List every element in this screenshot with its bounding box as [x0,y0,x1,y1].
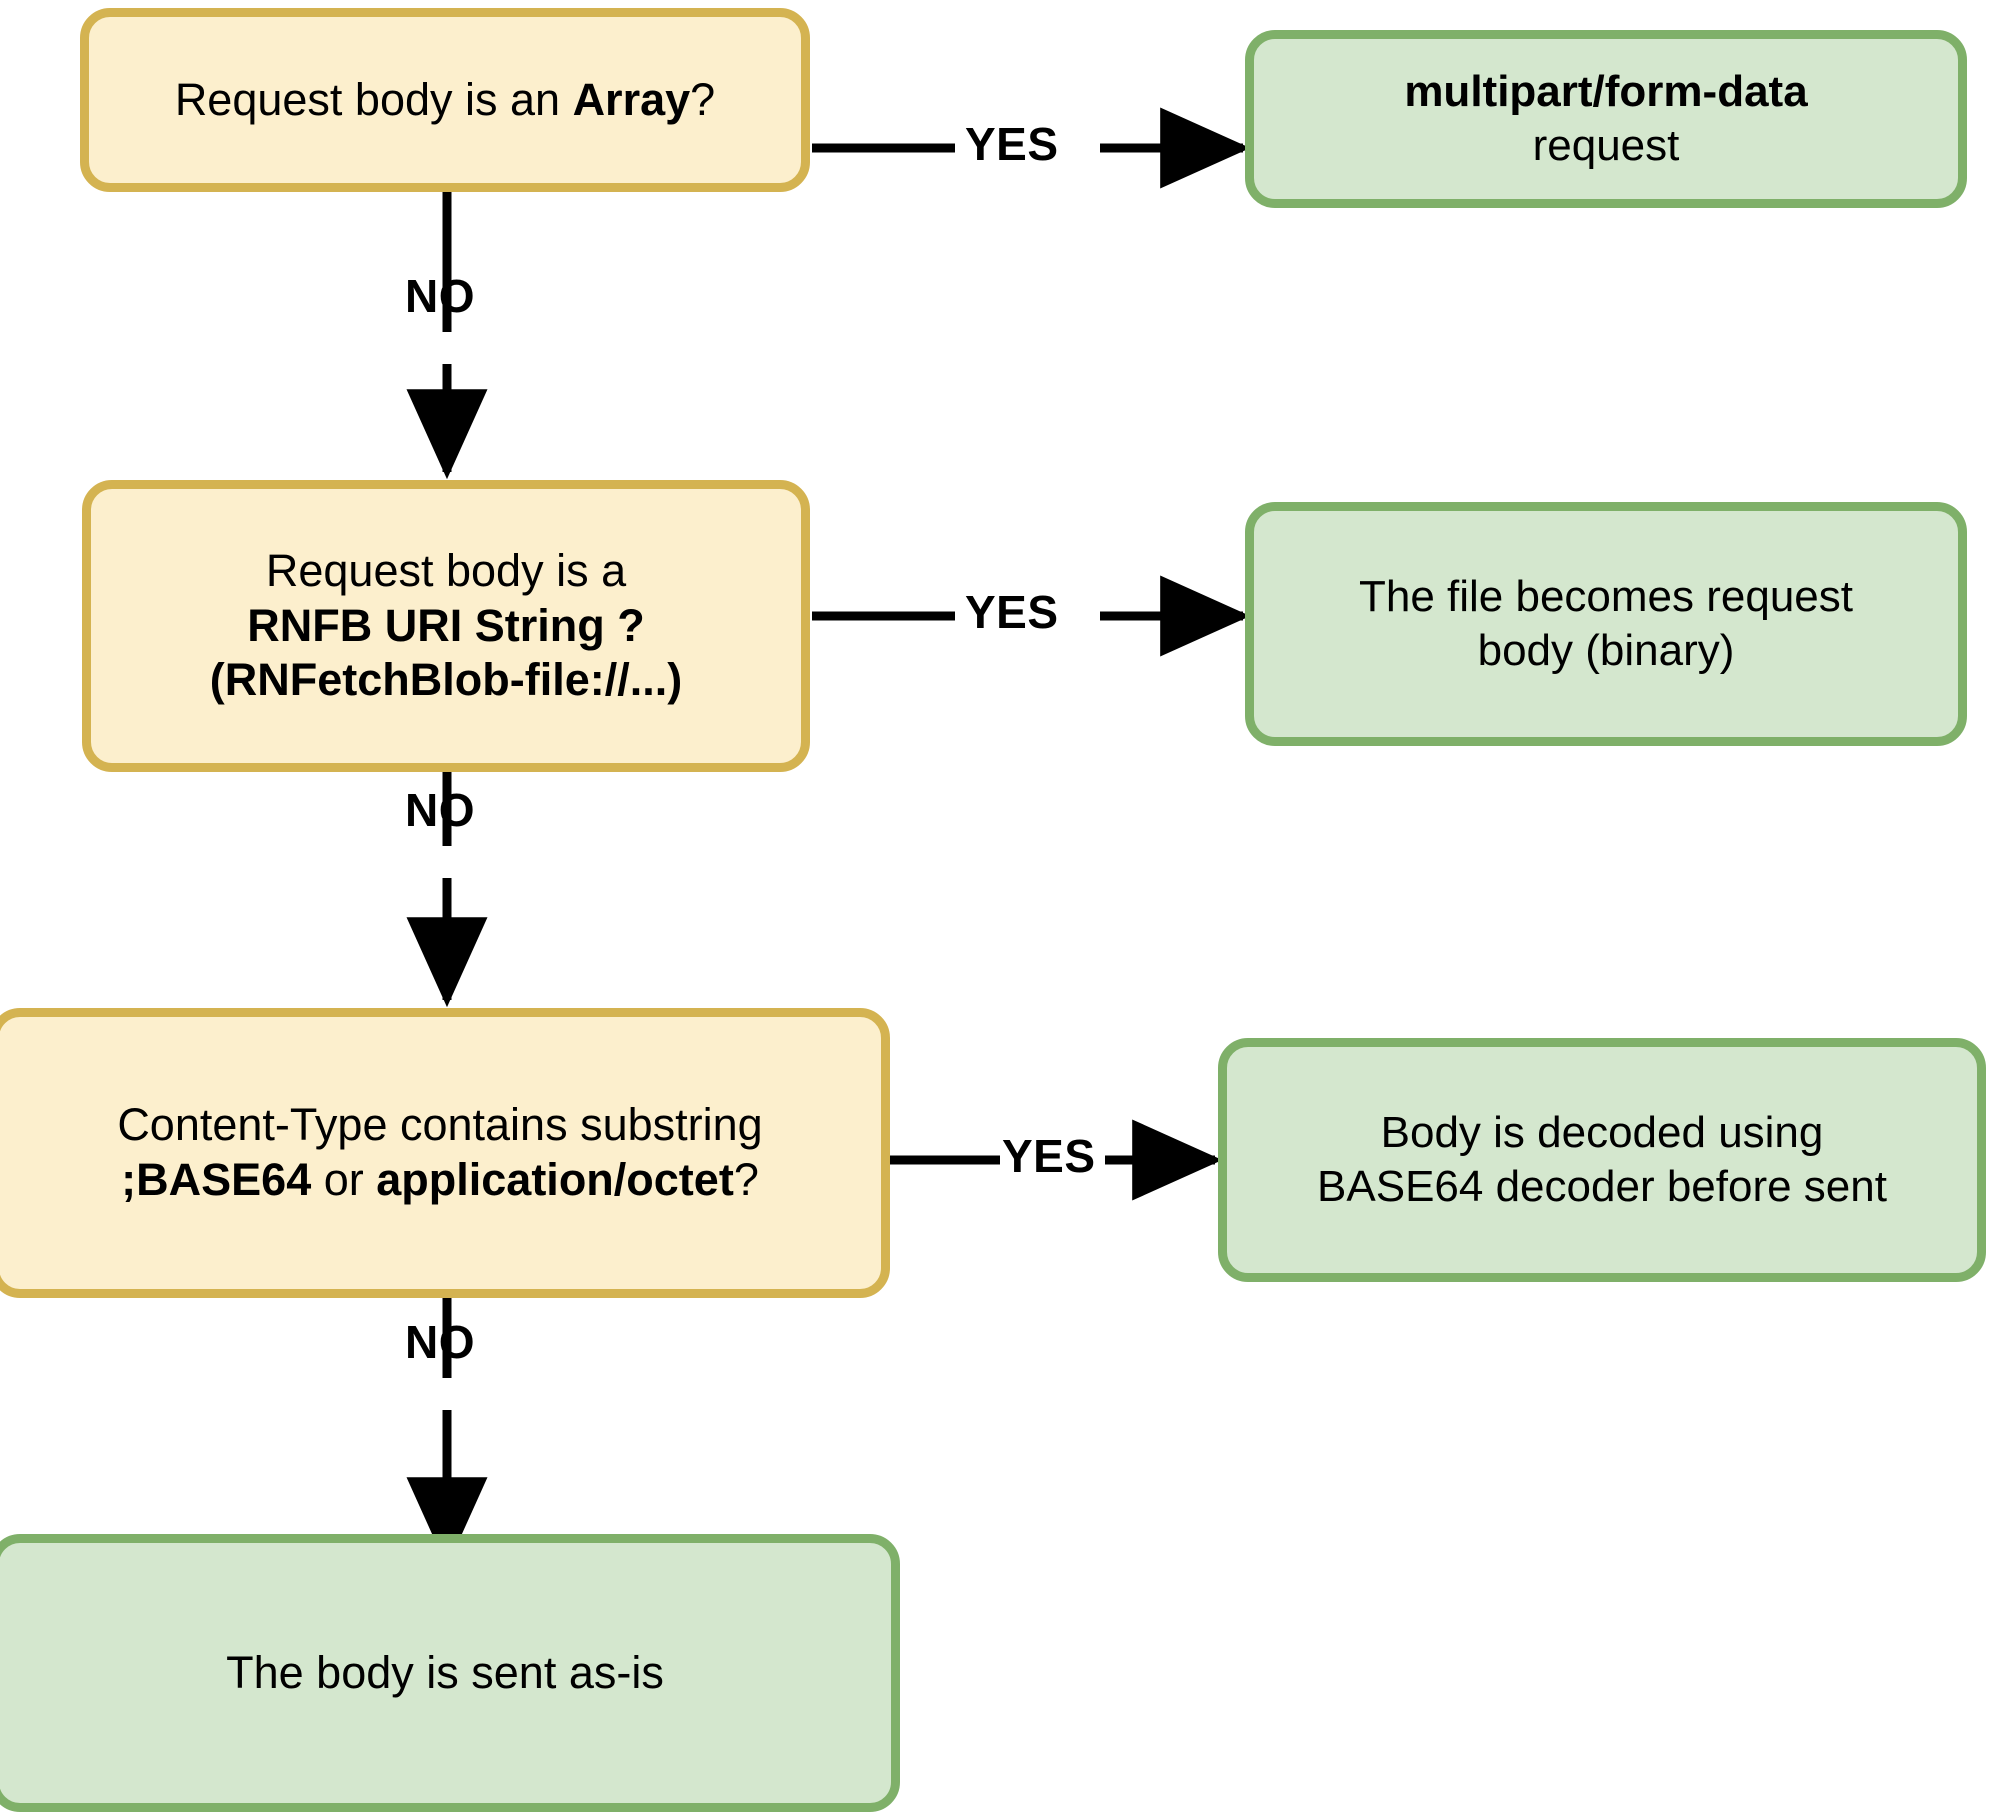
node-decision-content-type[interactable]: Content-Type contains substring ;BASE64 … [0,1008,890,1298]
node-terminal-multipart[interactable]: multipart/form-data request [1245,30,1967,208]
decision-rnfb-line2: RNFB URI String ? [247,599,645,651]
edge-label-ct-yes: YES [1002,1130,1096,1182]
node-terminal-multipart-text: multipart/form-data request [1254,65,1958,172]
decision-array-line1-strong: Array [572,73,691,125]
decision-rnfb-line3: (RNFetchBlob-file://...) [209,654,683,706]
node-terminal-base64[interactable]: Body is decoded using BASE64 decoder bef… [1218,1038,1986,1282]
edge-label-ct-no: NO [405,1316,475,1368]
terminal-base64-line2: BASE64 decoder before sent [1317,1162,1887,1211]
edge-label-array-no: NO [405,270,475,322]
terminal-file-binary-line2: body (binary) [1477,626,1735,675]
node-terminal-file-binary-text: The file becomes request body (binary) [1254,570,1958,677]
node-decision-rnfb[interactable]: Request body is a RNFB URI String ? (RNF… [82,480,810,772]
terminal-as-is-line1: The body is sent as-is [226,1646,664,1698]
node-decision-array-text: Request body is an Array? [89,73,801,128]
terminal-multipart-line1: multipart/form-data [1404,67,1808,117]
node-terminal-base64-text: Body is decoded using BASE64 decoder bef… [1227,1106,1977,1213]
decision-ct-line2-mid: or [311,1154,377,1205]
terminal-file-binary-line1: The file becomes request [1358,572,1854,622]
edge-label-rnfb-no: NO [405,784,475,836]
decision-array-line1-post: ? [690,73,716,125]
decision-ct-line2-strong-a: ;BASE64 [121,1154,312,1205]
node-decision-rnfb-text: Request body is a RNFB URI String ? (RNF… [91,544,801,709]
decision-ct-line2-strong-b: application/octet [376,1154,734,1205]
decision-array-line1-pre: Request body is an [174,73,573,125]
node-terminal-file-binary[interactable]: The file becomes request body (binary) [1245,502,1967,746]
edge-label-rnfb-yes: YES [965,586,1059,638]
node-decision-content-type-text: Content-Type contains substring ;BASE64 … [0,1098,881,1208]
node-decision-array[interactable]: Request body is an Array? [80,8,810,192]
terminal-multipart-line2: request [1532,121,1680,170]
decision-rnfb-line1: Request body is a [265,544,627,596]
edge-label-array-yes: YES [965,118,1059,170]
node-terminal-as-is-text: The body is sent as-is [0,1646,891,1701]
node-terminal-as-is[interactable]: The body is sent as-is [0,1534,900,1812]
decision-ct-line2-post: ? [733,1154,759,1205]
decision-ct-line1: Content-Type contains substring [117,1099,763,1151]
terminal-base64-line1: Body is decoded using [1380,1108,1824,1158]
